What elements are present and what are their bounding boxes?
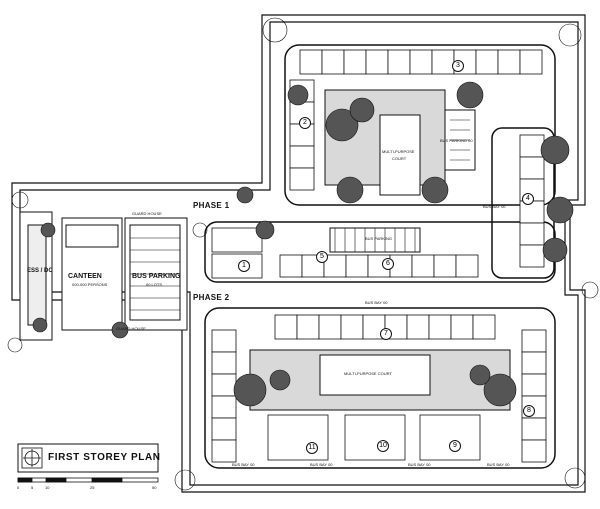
scale-tick-0: 0 (17, 485, 20, 490)
site-boundary (11, 14, 586, 493)
block-number-10: 10 (377, 440, 389, 452)
block-number-7: 7 (380, 328, 392, 340)
bus-bay-1-label: BUS BAY 00 (232, 462, 255, 467)
block-number-11: 11 (306, 442, 318, 454)
title-box (17, 443, 159, 473)
bus-parking-stalls (130, 237, 180, 311)
block-number-5: 5 (316, 251, 328, 263)
scale-tick-50: 50 (152, 485, 157, 490)
phase-1-units (211, 49, 545, 279)
court-2-label: MULTI-PURPOSE COURT (344, 371, 392, 376)
scale-tick-25: 25 (90, 485, 95, 490)
phase-1-label: PHASE 1 (193, 201, 230, 210)
bus-bay-mid-label: BUS BAY 00 (365, 300, 388, 305)
bus-bay-right-label: BUS BAY 00 (483, 204, 506, 209)
block-number-1: 1 (238, 260, 250, 272)
block-number-8: 8 (523, 405, 535, 417)
trees (32, 81, 574, 407)
plan-title: FIRST STOREY PLAN (48, 452, 161, 463)
phase-2-label: PHASE 2 (193, 293, 230, 302)
ess-dc-label: ESS / DC (27, 268, 53, 274)
block-number-6: 6 (382, 258, 394, 270)
bus-bay-2-label: BUS BAY 00 (310, 462, 333, 467)
guard-house-bottom-label: GUARD HOUSE (116, 326, 146, 331)
scrub-trees (7, 17, 599, 491)
canteen-capacity: 000-000 PERSONS (72, 282, 108, 287)
bus-parking-mid-label: BUS PARKING (365, 236, 393, 241)
block-number-3: 3 (452, 60, 464, 72)
phase-2-block-ring (204, 307, 556, 469)
bus-parking-label: BUS PARKING (132, 273, 181, 280)
scale-bar (17, 477, 159, 483)
bus-bay-4-label: BUS BAY 00 (487, 462, 510, 467)
scale-tick-5: 5 (31, 485, 34, 490)
court-1-label-line2: COURT (392, 156, 407, 161)
bus-bay-3-label: BUS BAY 00 (408, 462, 431, 467)
block-number-2: 2 (299, 117, 311, 129)
scale-tick-10: 10 (45, 485, 50, 490)
block-number-9: 9 (449, 440, 461, 452)
canteen-label: CANTEEN (68, 273, 102, 280)
guard-house-top-label: GUARD HOUSE (132, 211, 162, 216)
bus-parking-upper-label: BUS PARKING 00 (440, 138, 473, 143)
phase-1-parking-stalls (334, 119, 470, 252)
court-1-label-line1: MULTI-PURPOSE (382, 149, 415, 154)
block-number-4: 4 (522, 193, 534, 205)
phase-2-court (249, 349, 511, 411)
bus-parking-lots: 00 LOTS (146, 282, 163, 287)
